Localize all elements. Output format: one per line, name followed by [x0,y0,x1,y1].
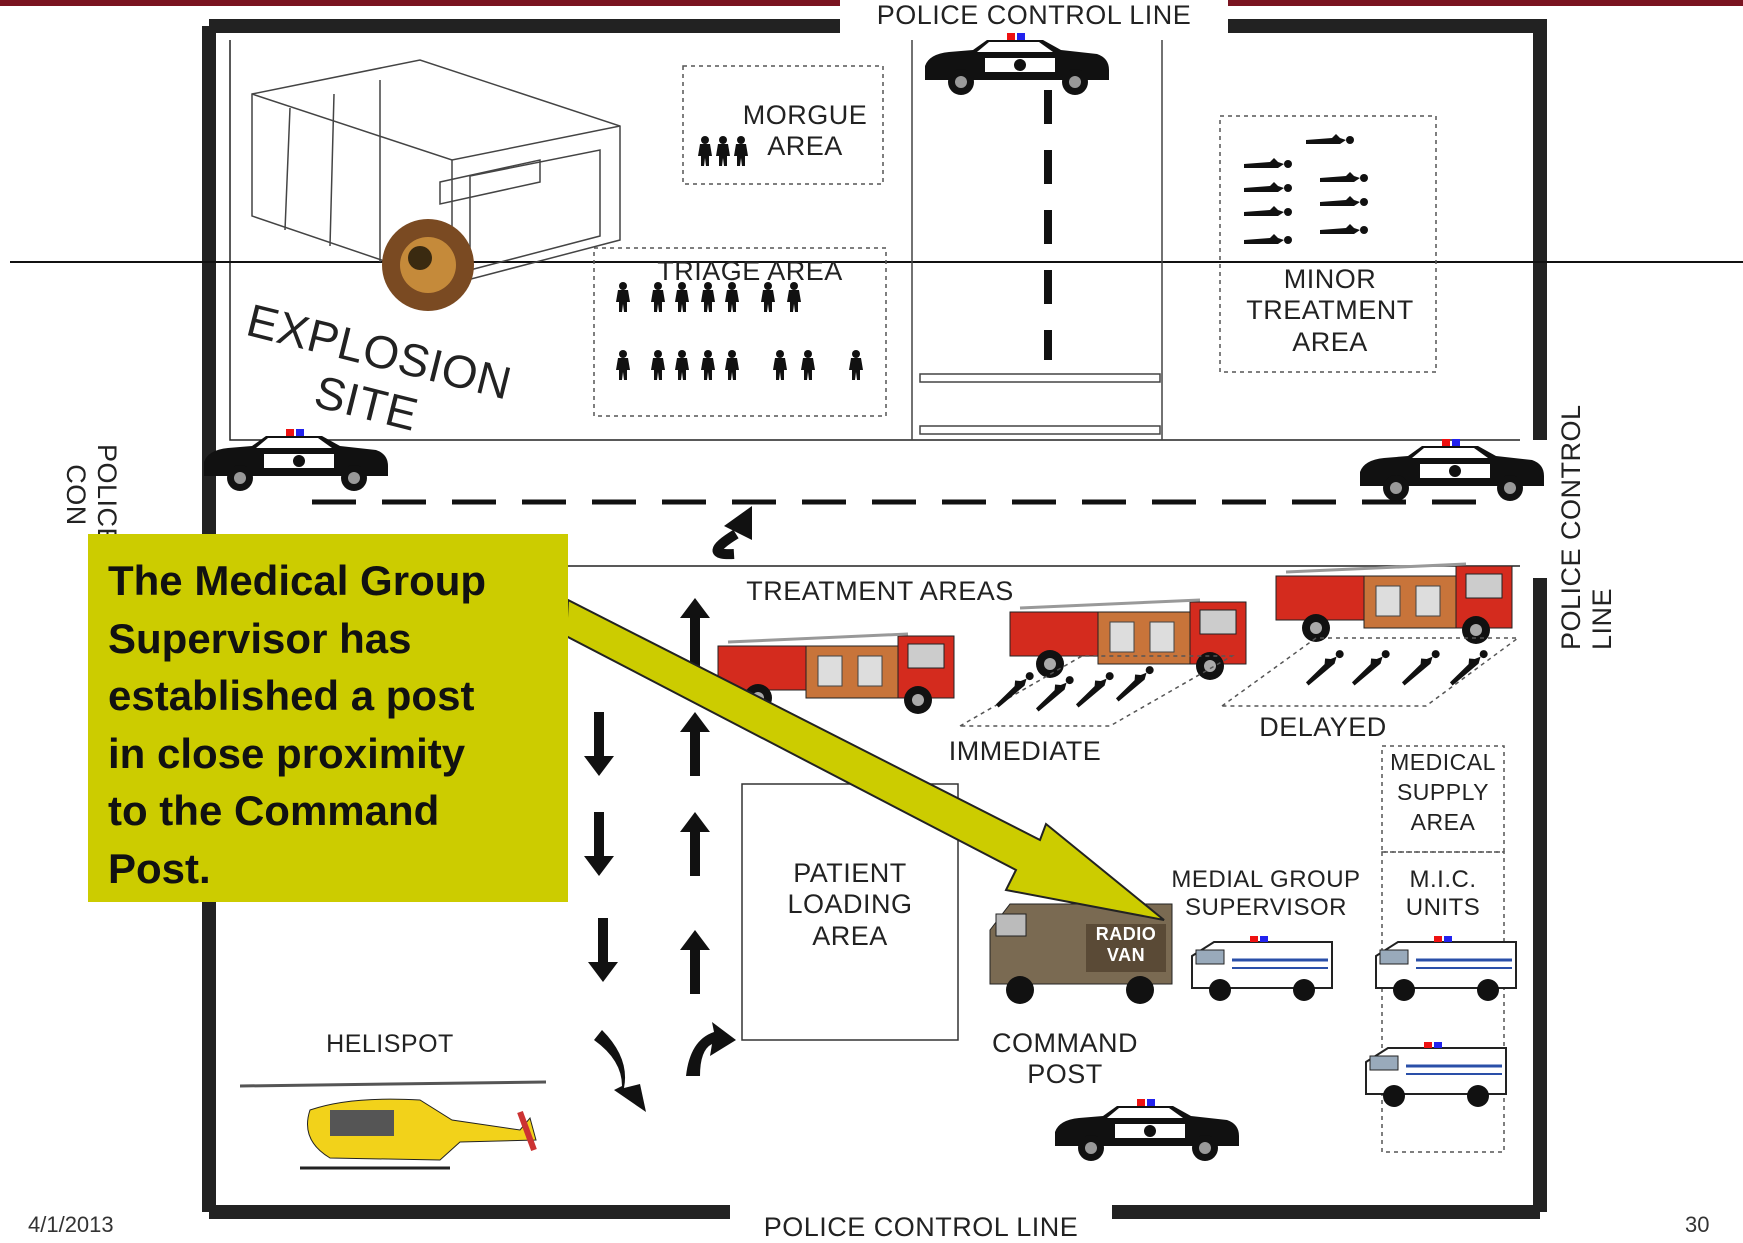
explosion-icon [382,219,474,311]
helicopter [239,1080,547,1170]
patient-loading-area-box [741,783,959,1041]
morgue-area-label: MORGUE AREA [742,100,868,162]
triage-figures [616,282,863,380]
medial-group-supervisor-label: MEDIAL GROUP SUPERVISOR [1171,866,1361,921]
morgue-area-box [682,65,884,185]
entry-road [911,40,1163,440]
footer-page-number: 30 [1685,1212,1710,1237]
radio-van [989,903,1173,1004]
delayed-label: DELAYED [1259,712,1387,742]
immediate-figures [992,662,1156,712]
minor-treatment-figures [1244,134,1368,244]
traffic-arrows [584,506,752,1112]
police-car-left [204,429,388,491]
minor-treatment-area-label: MINOR TREATMENT AREA [1246,264,1414,357]
radio-van-label: RADIO VAN [1095,924,1157,965]
treatment-areas-label: TREATMENT AREAS [746,576,1014,606]
callout-arrow [564,598,1165,921]
mic-units-label: M.I.C. UNITS [1405,866,1481,921]
minor-treatment-area-box [1219,115,1437,373]
immediate-label: IMMEDIATE [948,736,1102,766]
ambulance-mic-1 [1374,934,1518,1003]
police-control-line-top: POLICE CONTROL LINE [840,0,1228,32]
treatment-platforms [957,637,1521,727]
helispot-label: HELISPOT [326,1030,454,1058]
police-car-top [925,33,1109,95]
footer-date: 4/1/2013 [28,1212,114,1237]
command-post-label: COMMAND POST [992,1028,1138,1090]
ambulance-mic-2 [1364,1040,1508,1109]
explosion-building [251,59,621,285]
callout-box: The Medical Group Supervisor has establi… [88,534,568,902]
triage-area-label: TRIAGE AREA [657,256,843,286]
police-control-line-right: POLICE CONTROL LINE [1556,350,1619,650]
patient-loading-area-label: PATIENT LOADING AREA [787,858,913,951]
delayed-figures [1302,646,1490,686]
medical-supply-area-label: MEDICAL SUPPLY AREA [1390,749,1496,835]
medical-supply-column [1381,745,1505,1153]
police-control-line-bottom: POLICE CONTROL LINE [730,1212,1112,1243]
police-car-bottom [1055,1099,1239,1161]
fire-engine-3 [1274,562,1514,646]
ambulance-supervisor [1190,934,1334,1003]
callout-text: The Medical Group Supervisor has establi… [108,557,487,892]
triage-area-box [593,247,887,417]
police-car-right [1360,439,1544,501]
